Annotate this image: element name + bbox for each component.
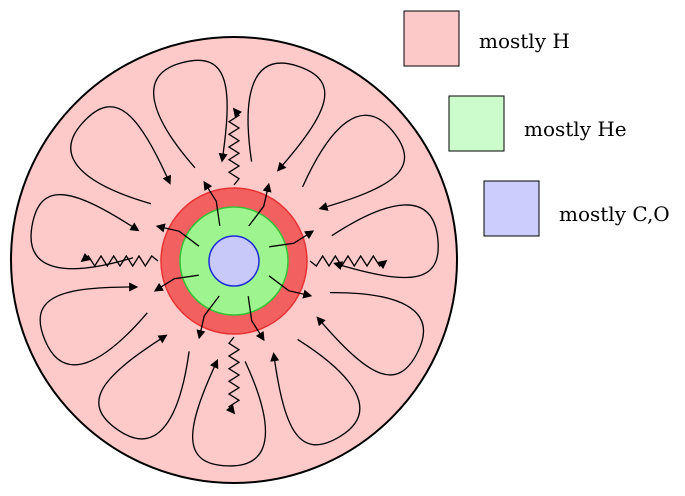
shell-energy-arrow bbox=[153, 274, 199, 292]
shell-energy-arrow bbox=[196, 295, 220, 340]
shell-energy-arrow bbox=[247, 296, 265, 342]
shell-energy-arrow bbox=[155, 223, 200, 247]
shell-energy-arrows bbox=[153, 180, 315, 342]
radiative-transport-arrows bbox=[80, 107, 388, 415]
convection-cells bbox=[30, 59, 439, 467]
convection-loop bbox=[39, 282, 148, 366]
carbon-oxygen-core bbox=[208, 235, 260, 287]
convection-loop bbox=[30, 193, 140, 270]
legend-swatch-h bbox=[403, 10, 460, 67]
convection-loop bbox=[316, 291, 425, 376]
convection-loop bbox=[98, 334, 190, 440]
shell-energy-arrow bbox=[268, 275, 313, 299]
convection-loop bbox=[302, 114, 406, 211]
legend-swatch-co bbox=[483, 180, 540, 237]
legend-label-h: mostly H bbox=[479, 29, 570, 53]
convection-loop bbox=[153, 59, 228, 169]
convection-loop bbox=[247, 62, 326, 172]
legend-label-co: mostly C,O bbox=[559, 202, 670, 226]
legend: mostly H mostly He mostly C,O bbox=[403, 10, 670, 237]
convection-loop bbox=[192, 358, 267, 467]
wavy-arrow bbox=[227, 107, 243, 186]
wavy-arrow bbox=[309, 254, 388, 270]
shell-energy-arrow bbox=[248, 182, 272, 227]
convection-loop bbox=[331, 204, 439, 279]
legend-swatch-he bbox=[448, 95, 505, 152]
wavy-arrow bbox=[80, 252, 159, 268]
wavy-arrow bbox=[225, 336, 241, 415]
convection-loop bbox=[70, 106, 171, 205]
legend-label-he: mostly He bbox=[524, 117, 627, 141]
convection-loop bbox=[270, 338, 361, 446]
shell-energy-arrow bbox=[269, 230, 315, 248]
shell-energy-arrow bbox=[203, 180, 221, 226]
